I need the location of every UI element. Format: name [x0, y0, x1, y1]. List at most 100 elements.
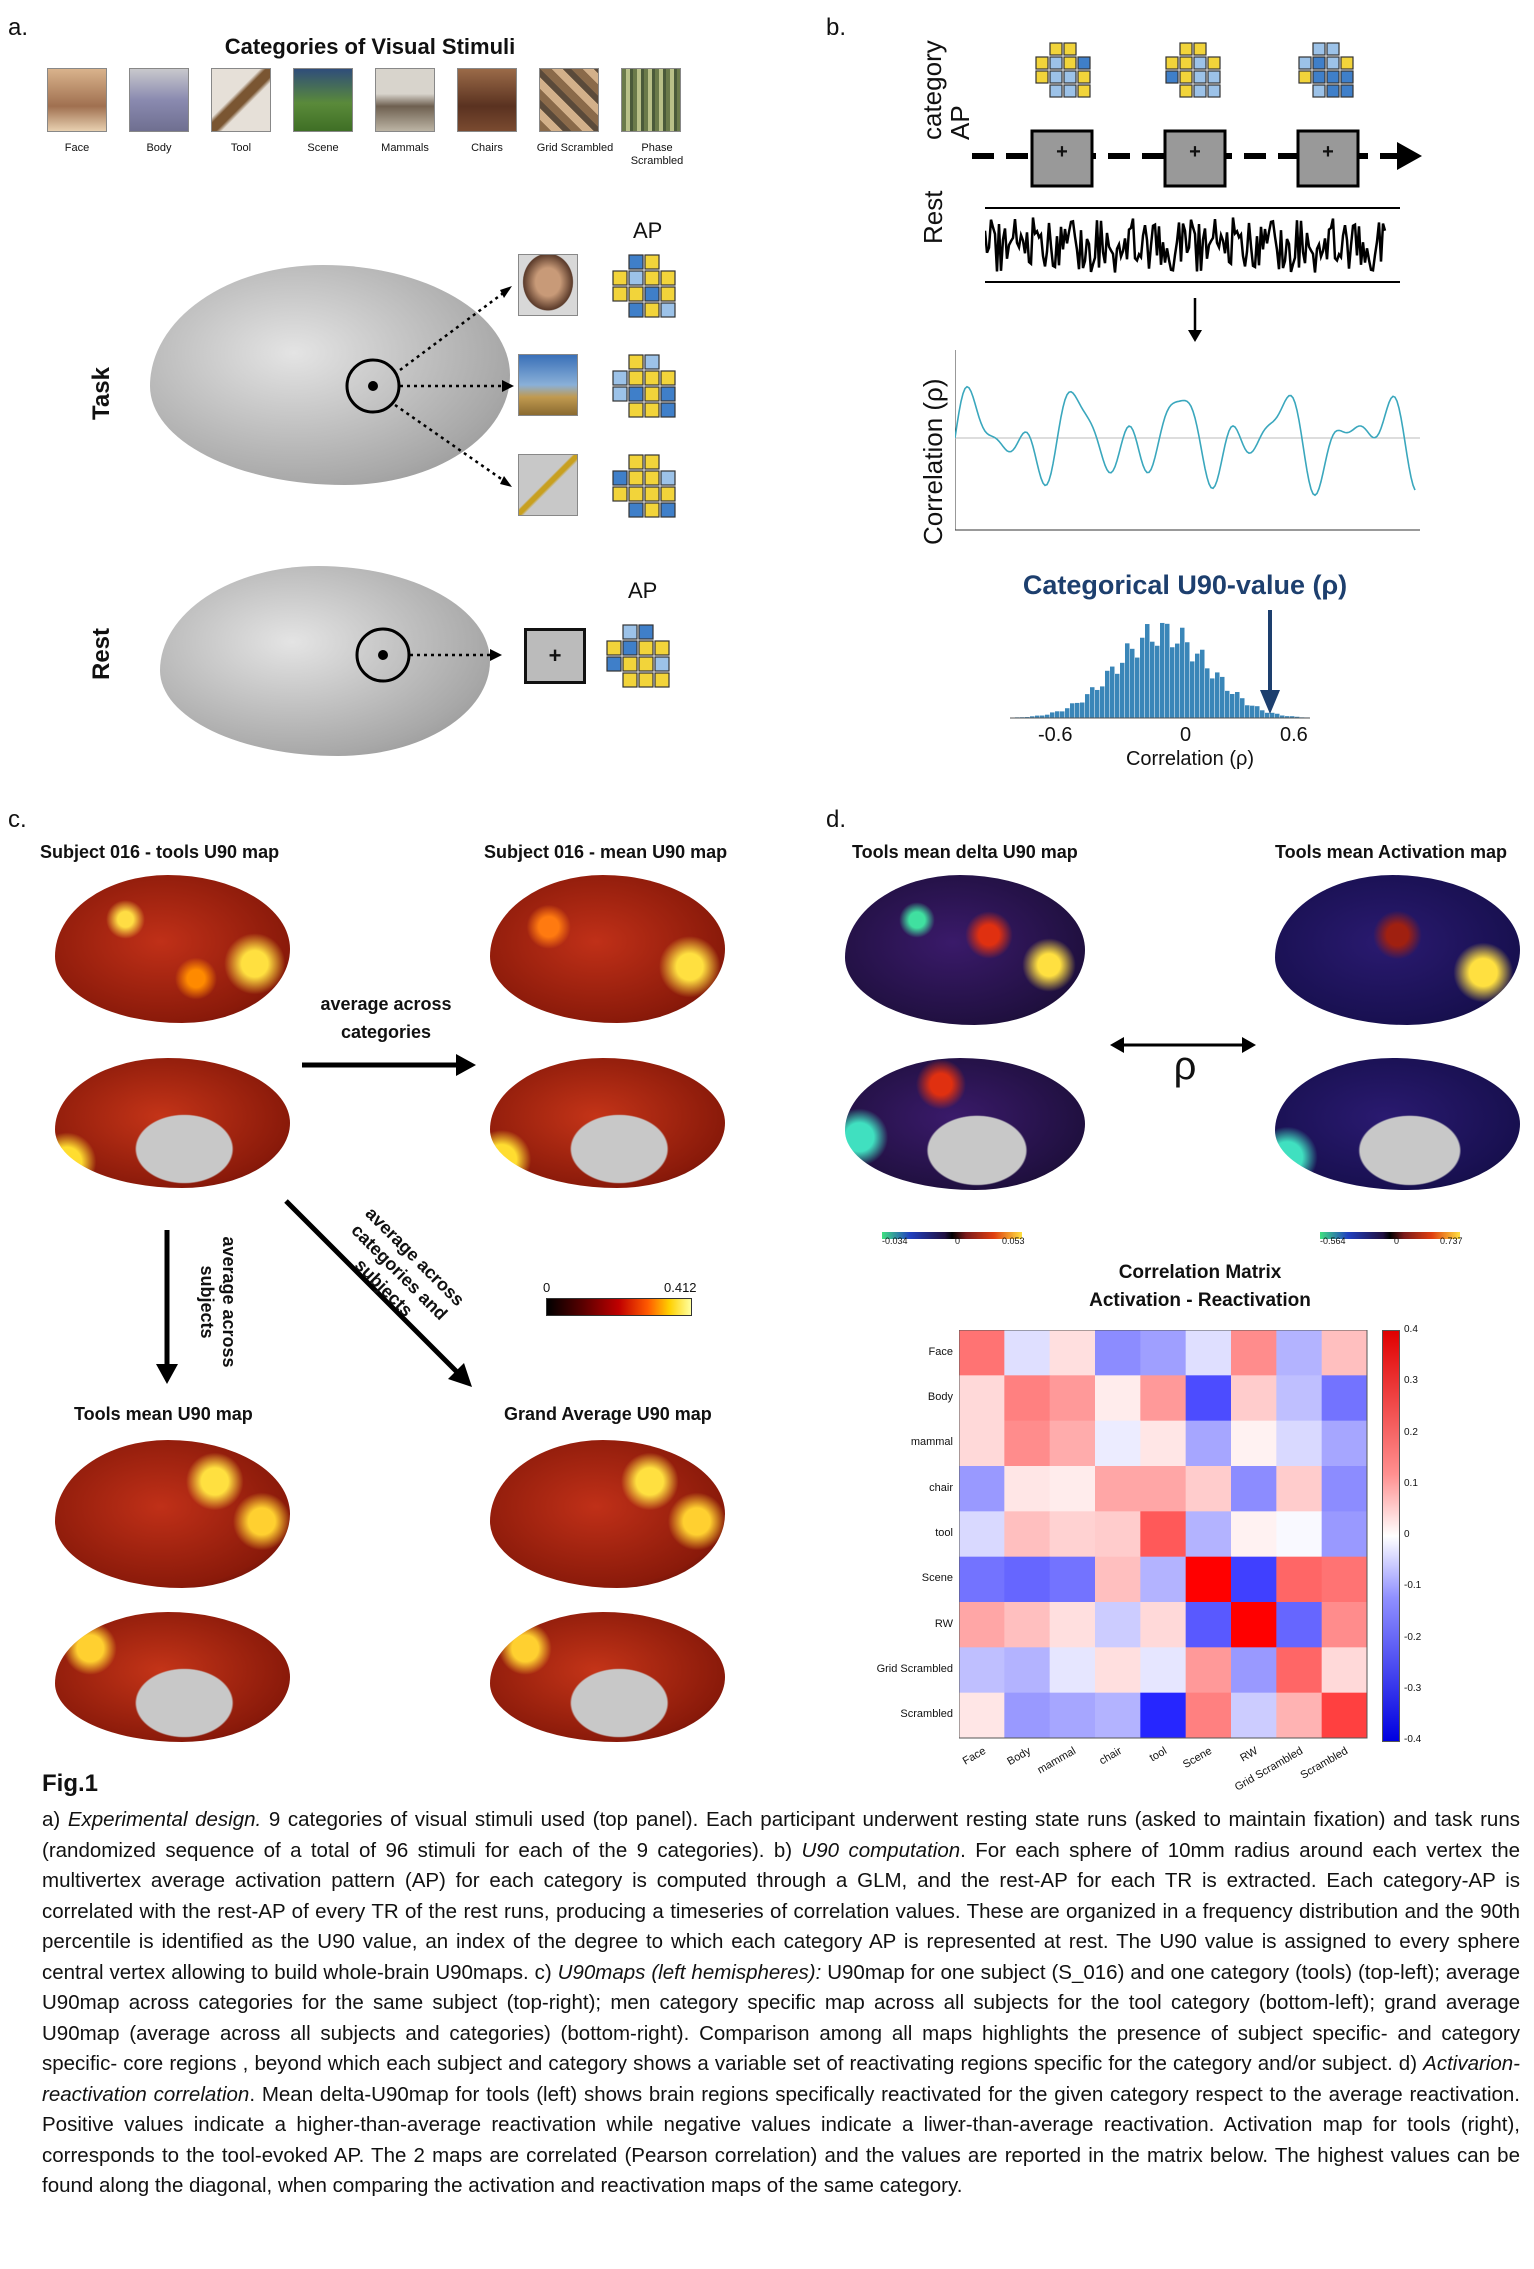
ap-cell — [1312, 56, 1326, 70]
ap-cell — [660, 386, 676, 402]
histogram-bar — [1100, 686, 1105, 718]
histogram-bar — [1155, 645, 1160, 718]
ap-cell — [644, 502, 660, 518]
histogram-bar — [1060, 711, 1065, 718]
ap-cell — [628, 386, 644, 402]
ap-cell — [622, 640, 638, 656]
heatmap-cell — [1321, 1511, 1368, 1558]
searchlight-center — [368, 381, 378, 391]
heatmap-cell — [1321, 1375, 1368, 1422]
histogram-bar — [1225, 690, 1230, 718]
hist-xlabel: Correlation (ρ) — [1125, 748, 1255, 770]
figure-caption: a) Experimental design. 9 categories of … — [42, 1805, 1520, 2202]
heatmap-cell — [1004, 1511, 1051, 1558]
ap-cell — [1298, 56, 1312, 70]
matrix-row-label: tool — [935, 1527, 953, 1539]
matrix-colorbar-tick: 0.4 — [1404, 1324, 1418, 1335]
brain-c-tr-medial — [490, 1058, 725, 1188]
matrix-col-label: mammal — [1035, 1745, 1079, 1777]
ap-cell — [644, 454, 660, 470]
heatmap-cell — [1321, 1420, 1368, 1467]
cbar-delta-min: -0.034 — [882, 1236, 908, 1246]
histogram-bar — [1050, 712, 1055, 718]
ap-cell — [1063, 56, 1077, 70]
panel-b-label: b. — [826, 14, 847, 41]
ap-cell — [644, 486, 660, 502]
matrix-col-label: tool — [1147, 1745, 1169, 1765]
ap-cell — [1165, 56, 1179, 70]
brain-d-delta-medial — [845, 1058, 1085, 1190]
heatmap-cell — [1321, 1330, 1368, 1376]
double-arrow-rho — [1110, 1037, 1256, 1053]
ap-cell — [606, 640, 622, 656]
panel-c-label: c. — [8, 806, 27, 833]
matrix-col-label: RW — [1237, 1745, 1260, 1765]
heatmap-cell — [1231, 1602, 1277, 1648]
heatmap-cell — [1095, 1647, 1141, 1694]
heatmap-cell — [1231, 1556, 1277, 1603]
heatmap-cell — [1049, 1375, 1096, 1422]
heatmap-cell — [1095, 1602, 1141, 1648]
heatmap-cell — [1321, 1692, 1368, 1739]
cbar-activation-mid: 0 — [1394, 1236, 1400, 1246]
ap-cell — [612, 286, 628, 302]
rest-timeseries-label: Rest — [918, 190, 948, 244]
heatmap-cell — [1095, 1375, 1141, 1422]
ap-cell — [622, 624, 638, 640]
matrix-row-label: mammal — [910, 1436, 953, 1449]
caption-d-heading: Activarion-reactivation correlation — [42, 2052, 1520, 2106]
heatmap-cell — [1095, 1466, 1141, 1512]
histogram-bar — [1195, 653, 1200, 718]
histogram-bar — [1055, 711, 1060, 718]
heatmap-cell — [1140, 1466, 1187, 1512]
correlation-timeseries-plot — [955, 350, 1420, 531]
histogram-bar — [1245, 705, 1250, 718]
histogram-bar — [1110, 666, 1115, 718]
matrix-col-label: chair — [1097, 1745, 1124, 1768]
heatmap-cell — [1321, 1602, 1368, 1648]
correlation-line — [955, 385, 1416, 497]
histogram-bar — [1230, 693, 1235, 718]
rest-signal-line — [985, 217, 1387, 273]
heatmap-cell — [1004, 1602, 1051, 1648]
colorbar-activation — [1320, 1232, 1460, 1239]
heatmap-cell — [1231, 1375, 1277, 1422]
heatmap-cell — [1231, 1420, 1277, 1467]
u90-histogram — [1010, 610, 1310, 719]
heatmap-cell — [1185, 1330, 1232, 1376]
ap-cell — [612, 386, 628, 402]
ap-cell — [1063, 42, 1077, 56]
mammal-thumbnail — [375, 68, 435, 132]
task-arrows-svg — [345, 286, 514, 487]
ap-cell — [1340, 70, 1354, 84]
heatmap-cell — [1095, 1420, 1141, 1467]
brain-d-activation-medial — [1275, 1058, 1520, 1190]
ap-cell — [1340, 84, 1354, 98]
ap-cell — [628, 354, 644, 370]
histogram-bar — [1295, 716, 1300, 718]
hist-tick-neg: -0.6 — [1038, 724, 1073, 746]
heatmap-cell — [1185, 1466, 1232, 1512]
ap-cell — [1179, 56, 1193, 70]
heatmap-cell — [959, 1692, 1005, 1739]
heatmap-cell — [1140, 1375, 1187, 1422]
ap-pattern-face — [612, 254, 676, 318]
ap-cell — [628, 270, 644, 286]
heatmap-cell — [1140, 1330, 1187, 1376]
histogram-bar — [1165, 623, 1170, 718]
ap-cell — [1340, 56, 1354, 70]
ap-cell — [612, 370, 628, 386]
ap-cell — [1049, 84, 1063, 98]
matrix-colorbar-tick: -0.2 — [1404, 1631, 1422, 1643]
histogram-bar — [1065, 708, 1070, 718]
matrix-row-label: chair — [929, 1481, 953, 1494]
hist-tick-pos: 0.6 — [1280, 724, 1308, 746]
ap-pattern-b2 — [1165, 42, 1221, 98]
ap-cell — [1049, 70, 1063, 84]
colorbar-u90 — [546, 1298, 692, 1316]
brain-d-delta-lateral — [845, 875, 1085, 1025]
ap-cell — [1077, 70, 1091, 84]
histogram-bar — [1205, 668, 1210, 718]
ap-cell — [660, 286, 676, 302]
matrix-title-1: Correlation Matrix — [1118, 1262, 1282, 1283]
